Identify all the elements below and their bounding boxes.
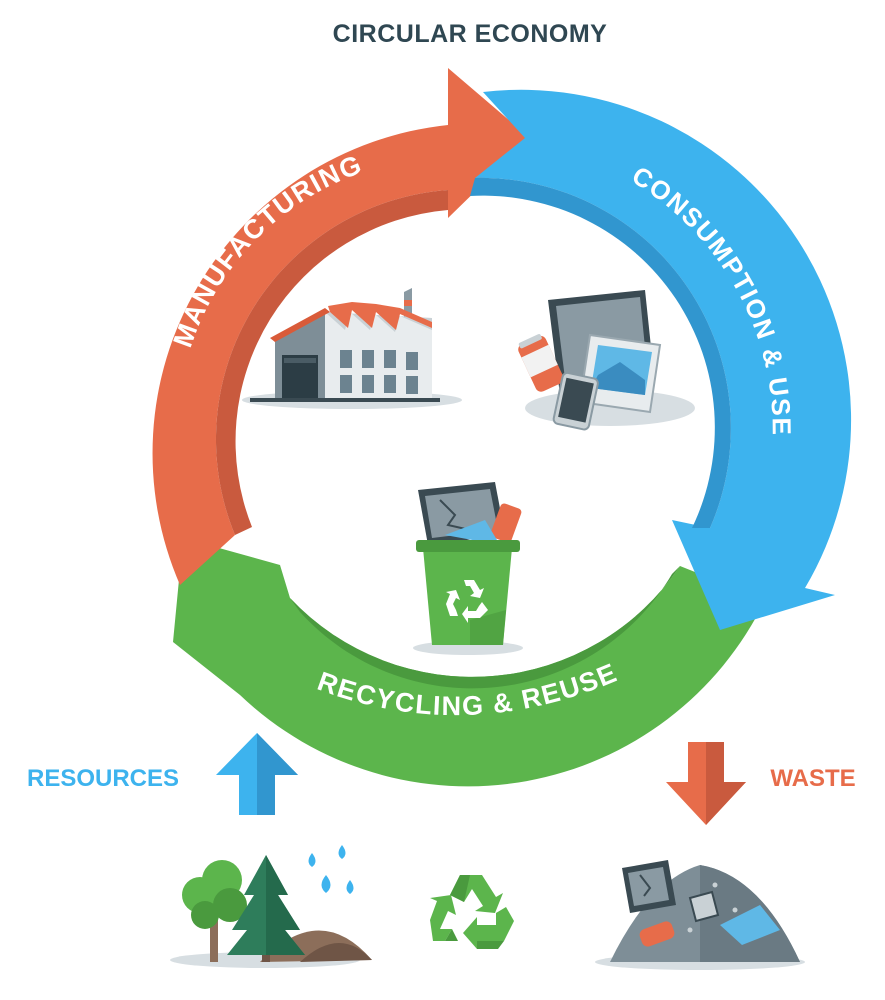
resources-label: RESOURCES xyxy=(27,765,179,792)
recycling-reuse-arrow xyxy=(173,538,765,787)
resources-section: RESOURCES xyxy=(27,733,372,968)
up-arrow-icon xyxy=(216,733,298,815)
manufacturing-arrow xyxy=(152,68,530,585)
waste-label: WASTE xyxy=(770,765,855,792)
recycle-symbol-icon xyxy=(430,875,514,949)
devices-icon xyxy=(518,290,695,431)
recycle-bin-icon xyxy=(413,482,523,655)
consumption-use-arrow xyxy=(470,89,852,631)
diagram-title: CIRCULAR ECONOMY xyxy=(333,20,608,48)
factory-icon xyxy=(242,288,462,409)
waste-pile-icon xyxy=(595,860,805,970)
down-arrow-icon xyxy=(666,742,746,825)
waste-section: WASTE xyxy=(595,742,856,970)
nature-resources-icon xyxy=(170,845,372,968)
